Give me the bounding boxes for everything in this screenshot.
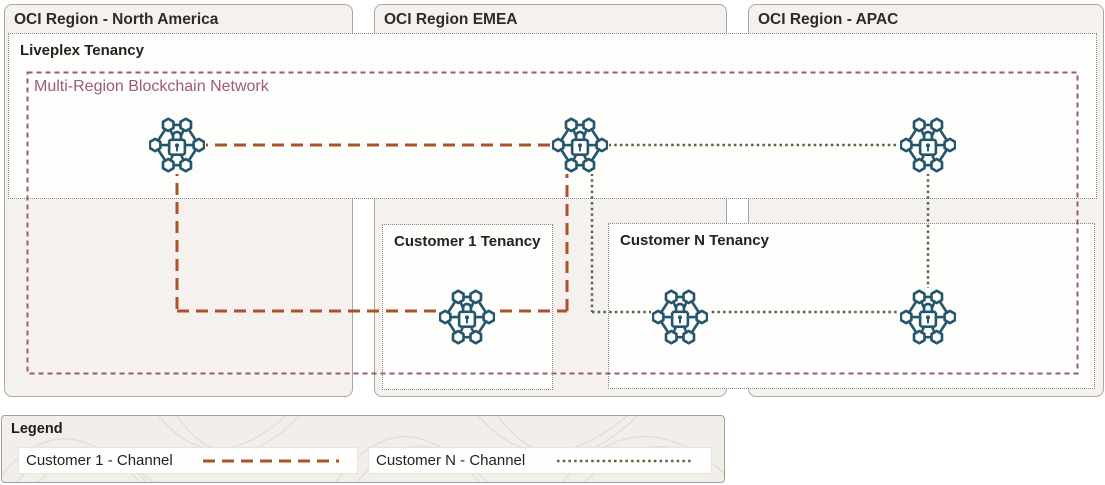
- blockchain-lock-icon: [552, 117, 608, 173]
- legend: Legend Customer 1 - Channel Customer N -…: [1, 415, 725, 483]
- blockchain-lock-icon: [652, 289, 708, 345]
- multi-region-network-label: Multi-Region Blockchain Network: [34, 78, 269, 95]
- blockchain-lock-icon: [439, 289, 495, 345]
- blockchain-node-emea: [552, 117, 608, 173]
- tenancy-title: Customer 1 Tenancy: [394, 233, 541, 250]
- liveplex-tenancy-box: Liveplex Tenancy: [8, 33, 1097, 199]
- blockchain-lock-icon: [900, 289, 956, 345]
- region-title: OCI Region - North America: [14, 11, 219, 28]
- blockchain-node-customerN-emea: [652, 289, 708, 345]
- legend-item-label: Customer 1 - Channel: [26, 452, 173, 469]
- blockchain-node-customer1: [439, 289, 495, 345]
- legend-item-customer1-channel: Customer 1 - Channel: [18, 447, 358, 474]
- blockchain-node-north-america: [149, 117, 205, 173]
- legend-item-customerN-channel: Customer N - Channel: [368, 447, 712, 474]
- region-title: OCI Region - APAC: [758, 11, 899, 28]
- blockchain-node-customerN-apac: [900, 289, 956, 345]
- blockchain-lock-icon: [149, 117, 205, 173]
- legend-item-label: Customer N - Channel: [376, 452, 526, 469]
- customerN-channel-line-sample: [557, 459, 693, 462]
- tenancy-title: Liveplex Tenancy: [20, 42, 144, 59]
- blockchain-node-apac: [900, 117, 956, 173]
- legend-title: Legend: [11, 421, 63, 437]
- blockchain-lock-icon: [900, 117, 956, 173]
- tenancy-title: Customer N Tenancy: [620, 232, 769, 249]
- customer1-channel-line-sample: [203, 459, 339, 462]
- region-title: OCI Region EMEA: [384, 11, 518, 28]
